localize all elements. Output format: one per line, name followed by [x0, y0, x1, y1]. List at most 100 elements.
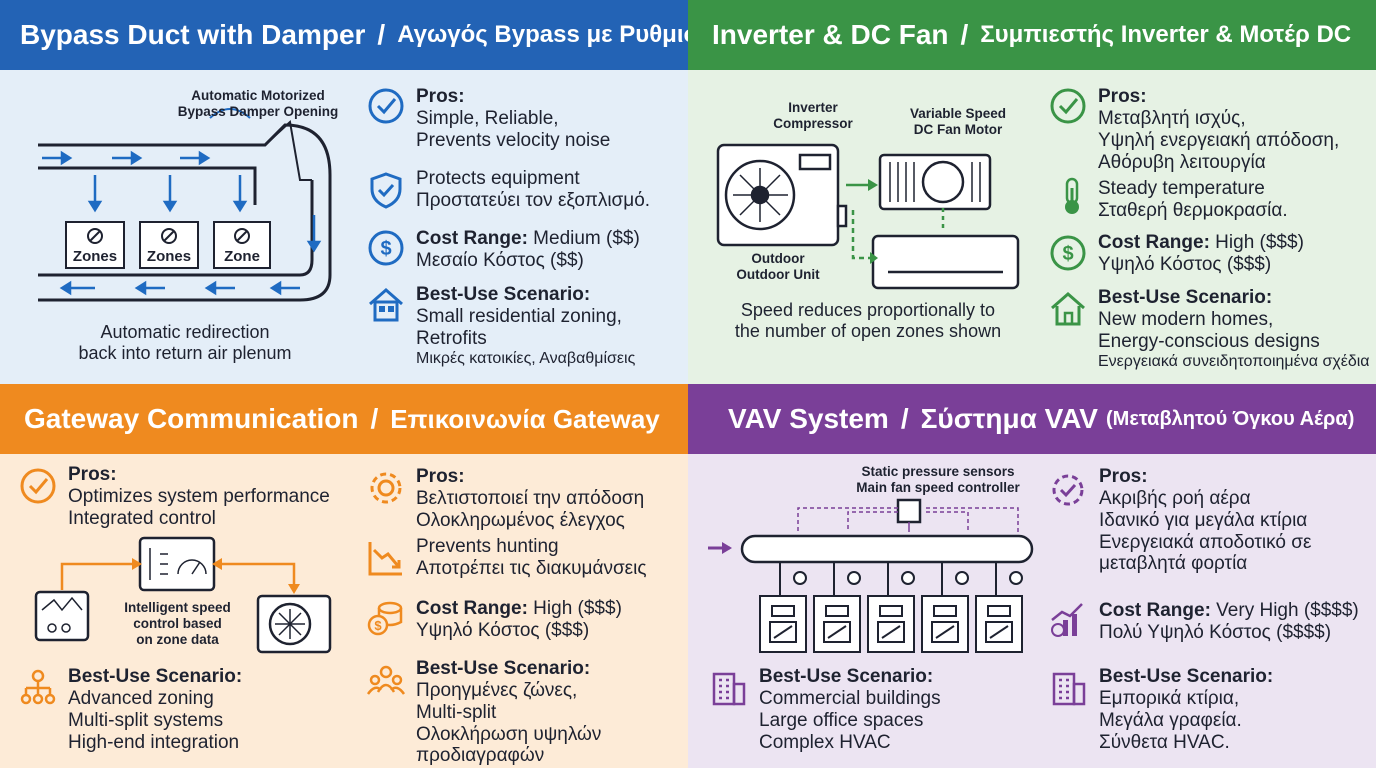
zone-label-3: Zone	[224, 248, 260, 265]
damper-label: Automatic Motorized Bypass Damper Openin…	[177, 88, 339, 120]
gateway-cost: Cost Range: High ($$$) Υψηλό Κόστος ($$$…	[416, 598, 622, 642]
chart-up-icon	[1051, 603, 1083, 637]
inverter-pros: Pros: Μεταβλητή ισχύς, Υψηλή ενεργειακή …	[1098, 86, 1339, 173]
header-slash: /	[900, 403, 909, 434]
check-circle-icon	[368, 88, 404, 124]
header-slash: /	[370, 403, 379, 434]
use-label: Best-Use Scenario:	[1099, 666, 1274, 687]
bypass-cost: Cost Range: Medium ($$) Μεσαίο Κόστος ($…	[416, 228, 640, 272]
vav-title: VAV System	[728, 403, 889, 434]
gateway-title: Gateway Communication	[24, 403, 359, 434]
use-label: Best-Use Scenario:	[416, 284, 591, 305]
cost-greek: Υψηλό Κόστος ($$$)	[416, 619, 590, 641]
vav-damper-blade	[827, 625, 847, 639]
gateway-pros: Pros: Optimizes system performance Integ…	[68, 464, 330, 530]
vav-header: VAV System / Σύστημα VAV (Μεταβλητού Όγκ…	[688, 384, 1376, 454]
pros-text: Μεταβλητή ισχύς, Υψηλή ενεργειακή απόδοσ…	[1098, 107, 1340, 173]
cost-greek: Μεσαίο Κόστος ($$)	[416, 249, 584, 271]
dollar-circle-icon: $	[368, 230, 404, 266]
use-greek: Ενεργειακά συνειδητοποιημένα σχέδια	[1098, 352, 1370, 370]
bypass-header: Bypass Duct with Damper / Αγωγός Bypass …	[0, 0, 688, 70]
svg-text:$: $	[380, 238, 391, 260]
pros-text: Optimizes system performance Integrated …	[68, 485, 330, 529]
vav-use-greek: Best-Use Scenario: Εμπορικά κτίρια, Μεγά…	[1099, 666, 1273, 753]
coins-icon: $	[367, 601, 403, 636]
zone-label-2: Zones	[146, 248, 192, 265]
gear-check-icon	[1052, 474, 1084, 506]
pros-label: Pros:	[416, 86, 465, 107]
vav-diagram	[708, 498, 1034, 653]
inverter-header: Inverter & DC Fan / Συμπιεστής Inverter …	[688, 0, 1376, 70]
pros-label: Pros:	[68, 464, 117, 485]
dollar-circle-icon: $	[1050, 235, 1086, 271]
inverter-quadrant: Inverter & DC Fan / Συμπιεστής Inverter …	[688, 0, 1376, 384]
svg-text:$: $	[374, 618, 382, 633]
inverter-caption: Speed reduces proportionally to the numb…	[734, 300, 1002, 341]
pros-label: Pros:	[1099, 466, 1148, 487]
network-icon	[20, 669, 56, 705]
vav-quadrant: VAV System / Σύστημα VAV (Μεταβλητού Όγκ…	[688, 384, 1376, 768]
cost-value: High ($$$)	[527, 598, 622, 619]
chart-down-icon	[368, 542, 402, 576]
use-text: Εμπορικά κτίρια, Μεγάλα γραφεία. Σύνθετα…	[1099, 687, 1242, 753]
gateway-diagram	[34, 536, 332, 654]
inverter-title-greek: Συμπιεστής Inverter & Μοτέρ DC	[980, 21, 1352, 48]
gateway-title-greek: Επικοινωνία Gateway	[390, 403, 660, 434]
pros-text: Ακριβής ροή αέρα Ιδανικό για μεγάλα κτίρ…	[1099, 487, 1312, 575]
building-icon	[712, 672, 746, 706]
gateway-header: Gateway Communication / Επικοινωνία Gate…	[0, 384, 688, 454]
use-text: Small residential zoning, Retrofits	[416, 305, 622, 349]
use-text: Commercial buildings Large office spaces…	[759, 687, 941, 753]
vav-pros: Pros: Ακριβής ροή αέρα Ιδανικό για μεγάλ…	[1099, 466, 1311, 575]
pressure-gauge-icon	[847, 571, 861, 585]
inverter-use: Best-Use Scenario: New modern homes, Ene…	[1098, 287, 1370, 371]
vav-title-paren: (Μεταβλητού Όγκου Αέρα)	[1106, 407, 1355, 430]
pros-text: Βελτιστοποιεί την απόδοση Ολοκληρωμένος …	[416, 487, 645, 531]
thermometer-icon	[1065, 177, 1079, 214]
outdoor-unit-label: Outdoor Outdoor Unit	[736, 251, 820, 283]
cost-value: High ($$$)	[1209, 232, 1304, 253]
fan-motor-label: Variable Speed DC Fan Motor	[909, 106, 1007, 138]
steady-text: Steady temperature Σταθερή θερμοκρασία.	[1098, 178, 1288, 221]
cost-label: Cost Range:	[416, 598, 528, 619]
cost-value: Medium ($$)	[527, 228, 640, 249]
pros-label: Pros:	[1098, 86, 1147, 107]
gear-icon	[370, 472, 402, 504]
cost-greek: Πολύ Υψηλό Κόστος ($$$$)	[1099, 621, 1332, 643]
inverter-title: Inverter & DC Fan	[712, 19, 949, 50]
use-label: Best-Use Scenario:	[68, 666, 243, 687]
vav-box-display	[825, 605, 849, 617]
use-text: New modern homes, Energy-conscious desig…	[1098, 308, 1320, 352]
vav-box-display	[987, 605, 1011, 617]
vav-box-display	[933, 605, 957, 617]
vav-use: Best-Use Scenario: Commercial buildings …	[759, 666, 941, 753]
vav-damper-blade	[773, 625, 793, 639]
vav-box-display	[879, 605, 903, 617]
bypass-title-greek: Αγωγός Bypass με Ρυθμιστή	[397, 21, 688, 48]
compressor-label: Inverter Compressor	[773, 100, 853, 132]
vav-damper-blade	[881, 625, 901, 639]
people-icon	[366, 665, 406, 695]
inverter-cost: Cost Range: High ($$$) Υψηλό Κόστος ($$$…	[1098, 232, 1304, 276]
gateway-use-greek: Best-Use Scenario: Προηγμένες ζώνες, Mul…	[416, 658, 601, 767]
bypass-title: Bypass Duct with Damper	[20, 19, 366, 50]
vav-title-greek: Σύστημα VAV	[920, 403, 1098, 434]
bypass-use: Best-Use Scenario: Small residential zon…	[416, 284, 635, 368]
use-text: Advanced zoning Multi-split systems High…	[68, 687, 240, 753]
bypass-duct-quadrant: Bypass Duct with Damper / Αγωγός Bypass …	[0, 0, 688, 384]
cost-label: Cost Range:	[1099, 600, 1211, 621]
use-label: Best-Use Scenario:	[1098, 287, 1273, 308]
shield-check-icon	[370, 172, 402, 209]
zone-label-1: Zones	[72, 248, 118, 265]
use-greek: Μικρές κατοικίες, Αναβαθμίσεις	[416, 349, 636, 367]
protects-text: Protects equipment Προστατεύει τον εξοπλ…	[416, 168, 651, 211]
pressure-gauge-icon	[1009, 571, 1023, 585]
cost-label: Cost Range:	[1098, 232, 1210, 253]
pros-label: Pros:	[416, 466, 465, 487]
check-circle-icon	[1050, 88, 1086, 124]
cost-label: Cost Range:	[416, 228, 528, 249]
use-label: Best-Use Scenario:	[416, 658, 591, 679]
pros-text: Simple, Reliable, Prevents velocity nois…	[416, 107, 611, 151]
hunting-text: Prevents hunting Αποτρέπει τις διακυμάνσ…	[416, 536, 647, 579]
vav-box-display	[771, 605, 795, 617]
